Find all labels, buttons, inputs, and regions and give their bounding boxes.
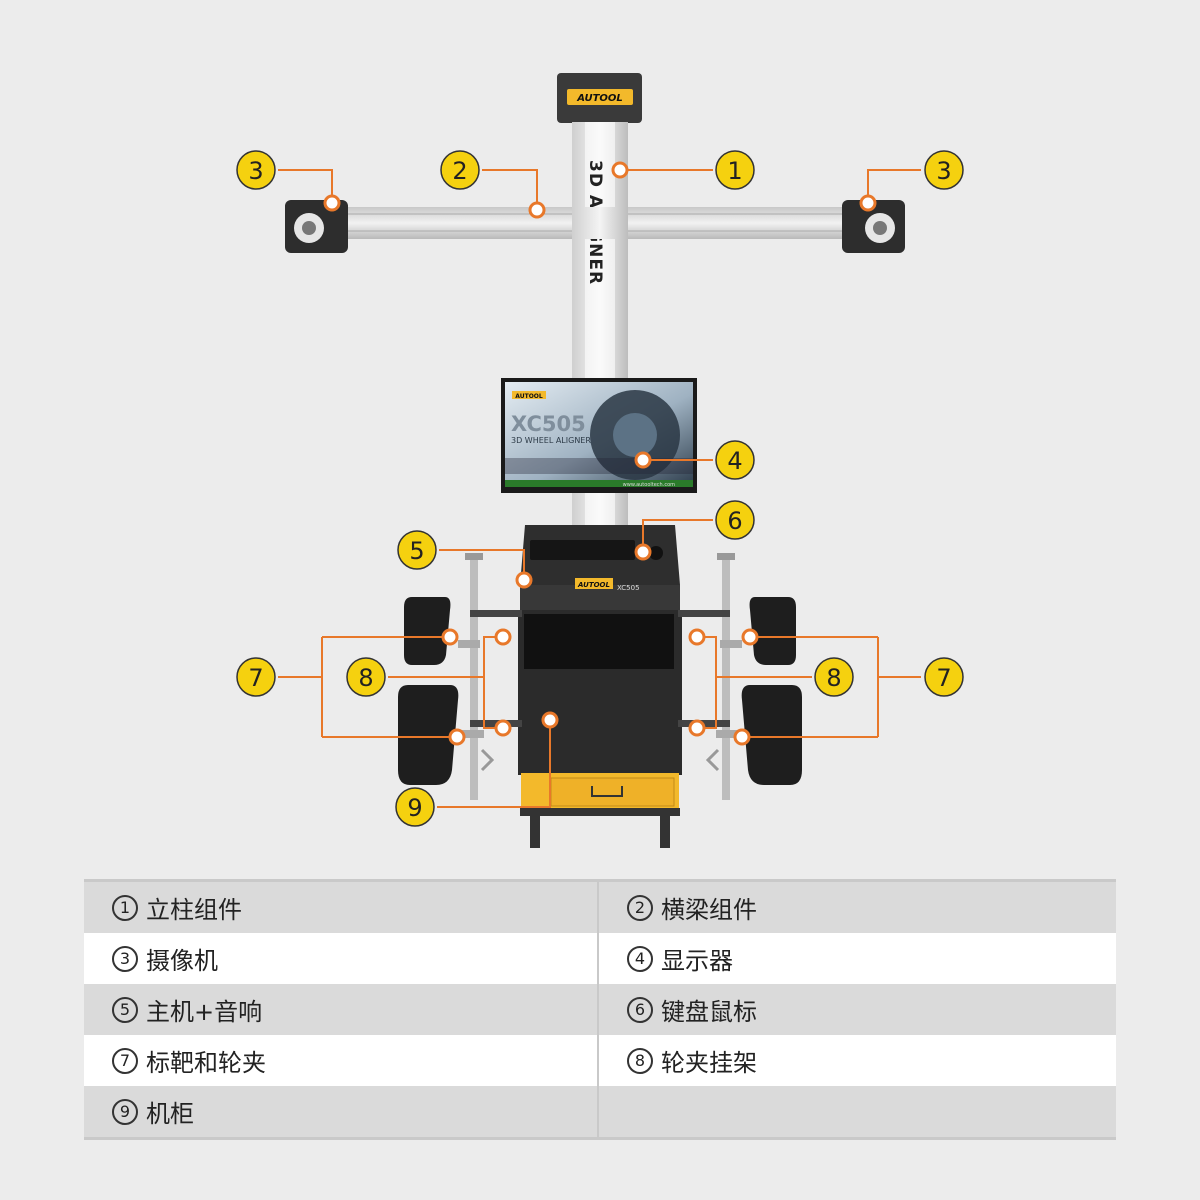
callout-badge-3-right: 3 [924,150,964,190]
monitor-logo: AUTOOL [515,393,543,400]
monitor-model: XC505 [511,412,586,436]
monitor-subtitle: 3D WHEEL ALIGNER [511,436,591,445]
legend-cell: 6 键盘鼠标 [599,984,1116,1035]
callout-badge-5: 5 [397,530,437,570]
legend-number: 3 [112,945,138,972]
callout-badge-9: 9 [395,787,435,827]
callout-number: 4 [727,447,742,475]
callout-number: 8 [826,664,841,692]
cap-logo: AUTOOL [576,93,623,104]
cabinet-logo: AUTOOL [577,581,610,589]
legend-label: 轮夹挂架 [661,1049,757,1077]
cabinet: AUTOOL XC505 [518,525,682,848]
callout-badge-7-left: 7 [236,657,276,697]
legend-row: 3 摄像机 4 显示器 [84,933,1116,984]
callout-badge-8-left: 8 [346,657,386,697]
callout-number: 5 [409,537,424,565]
legend-row: 5 主机+音响 6 键盘鼠标 [84,984,1116,1035]
crossbeam [340,207,860,239]
callout-number: 2 [452,157,467,185]
callout-badge-7-right: 7 [924,657,964,697]
monitor: AUTOOL XC505 3D WHEEL ALIGNER www.autool… [501,378,697,493]
callout-number: 8 [358,664,373,692]
callout-number: 9 [407,794,422,822]
legend-label: 标靶和轮夹 [146,1049,266,1077]
leader-lines [278,169,921,808]
legend-label: 键盘鼠标 [661,998,757,1026]
parts-legend: 1 立柱组件 2 横梁组件 3 摄像机 4 显示器 5 主机+音响 6 键盘鼠标… [84,879,1116,1140]
legend-cell: 4 显示器 [599,933,1116,984]
legend-cell-empty [599,1086,1116,1137]
legend-row: 9 机柜 [84,1086,1116,1137]
legend-label: 立柱组件 [146,896,242,924]
wheel-clamp-left [398,553,522,800]
legend-number: 6 [627,996,653,1023]
legend-label: 横梁组件 [661,896,757,924]
camera-right [842,200,905,253]
callout-badge-4: 4 [715,440,755,480]
callout-number: 7 [248,664,263,692]
cabinet-model: XC505 [617,584,640,592]
callout-number: 6 [727,507,742,535]
legend-number: 8 [627,1047,653,1074]
callout-badge-2: 2 [440,150,480,190]
legend-label: 主机+音响 [146,998,263,1026]
callout-number: 3 [936,157,951,185]
monitor-url: www.autooltech.com [623,482,675,488]
legend-number: 9 [112,1098,138,1125]
leader-dots [323,161,877,746]
legend-row: 7 标靶和轮夹 8 轮夹挂架 [84,1035,1116,1086]
callout-number: 1 [727,157,742,185]
legend-cell: 2 横梁组件 [599,882,1116,933]
legend-number: 7 [112,1047,138,1074]
legend-cell: 7 标靶和轮夹 [84,1035,599,1086]
legend-number: 5 [112,996,138,1023]
legend-cell: 9 机柜 [84,1086,599,1137]
callout-badge-8-right: 8 [814,657,854,697]
callout-badge-1: 1 [715,150,755,190]
legend-label: 显示器 [661,947,733,975]
legend-number: 1 [112,894,138,921]
aligner-diagram: AUTOOL 3D ALIGNER AUTOOL XC505 3D WHEEL … [236,73,964,848]
callout-badge-6: 6 [715,500,755,540]
legend-label: 摄像机 [146,947,218,975]
legend-cell: 3 摄像机 [84,933,599,984]
legend-number: 4 [627,945,653,972]
column-top-cap: AUTOOL [557,73,642,123]
callout-badge-3-left: 3 [236,150,276,190]
legend-number: 2 [627,894,653,921]
callout-number: 7 [936,664,951,692]
legend-cell: 8 轮夹挂架 [599,1035,1116,1086]
callout-number: 3 [248,157,263,185]
legend-cell: 5 主机+音响 [84,984,599,1035]
legend-label: 机柜 [146,1100,194,1128]
camera-left [285,200,348,253]
legend-cell: 1 立柱组件 [84,882,599,933]
legend-row: 1 立柱组件 2 横梁组件 [84,882,1116,933]
